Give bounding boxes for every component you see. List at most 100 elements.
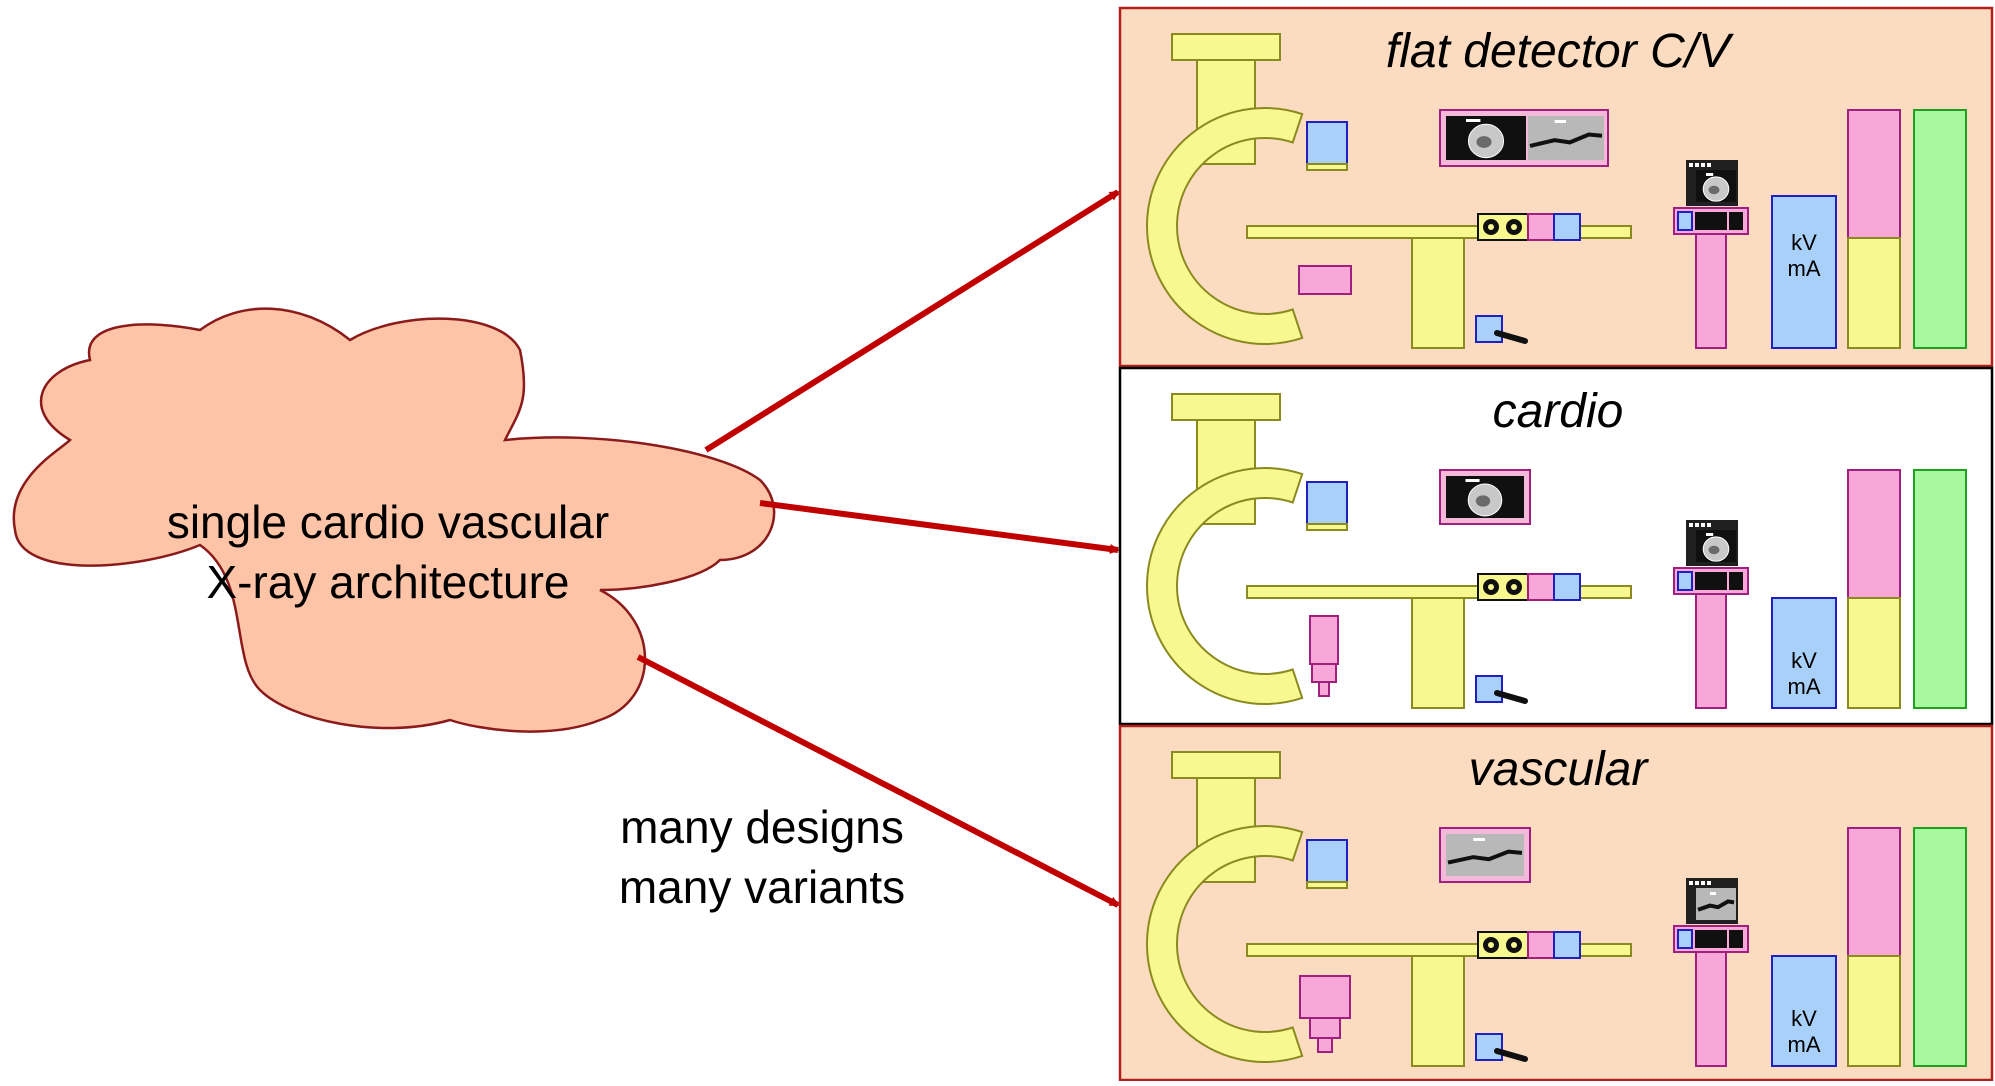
console-key-blue	[1677, 929, 1693, 949]
image-detector	[1306, 121, 1348, 165]
console-pedestal	[1695, 593, 1727, 709]
console-screen-dot	[1707, 523, 1711, 527]
carm-ceiling-mount	[1171, 33, 1281, 61]
architecture-cloud: single cardio vascular X-ray architectur…	[12, 307, 776, 733]
patient-table-base	[1411, 237, 1465, 349]
table-side-blue-module	[1553, 931, 1581, 959]
console-screen-dot	[1695, 881, 1699, 885]
foot-switch-cable	[1494, 330, 1528, 344]
console-key-blue	[1677, 571, 1693, 591]
note-line1: many designs	[620, 801, 904, 853]
cabinet-pink	[1847, 827, 1901, 957]
console-screen-image-vessel	[1697, 899, 1735, 912]
detector-mount	[1306, 163, 1348, 171]
console-key-3	[1729, 572, 1743, 590]
panel-flat-frame	[1118, 6, 1994, 368]
console-key-3	[1729, 930, 1743, 948]
console-key-1	[1695, 572, 1711, 590]
cloud-shape	[12, 307, 776, 733]
panel-vascular-title: vascular	[1469, 743, 1650, 796]
xray-tube-tip	[1318, 681, 1330, 697]
control-knob-2-center	[1511, 584, 1517, 590]
generator-ma-label: mA	[1788, 256, 1821, 281]
console-key-blue	[1677, 211, 1693, 231]
monitor-vascular-image-vessel	[1529, 132, 1603, 148]
cabinet-pink	[1847, 109, 1901, 239]
xray-collimator	[1309, 1017, 1341, 1039]
table-side-pink-module	[1527, 213, 1555, 241]
console-screen-dot	[1695, 523, 1699, 527]
monitor-vascular-image-vessel	[1447, 849, 1523, 865]
console-pedestal	[1695, 233, 1727, 349]
cabinet-green	[1913, 469, 1967, 709]
generator-cabinet	[1771, 195, 1837, 349]
panel-vascular-frame	[1118, 724, 1994, 1082]
arrow-to-cardio	[759, 500, 1120, 554]
table-side-blue-module	[1553, 213, 1581, 241]
console-key-1	[1695, 212, 1711, 230]
control-knob-1-center	[1488, 584, 1494, 590]
carm-arc	[1146, 825, 1304, 1063]
foot-switch-cable	[1494, 1048, 1528, 1062]
patient-table-base	[1411, 597, 1465, 709]
generator-ma-label: mA	[1788, 1032, 1821, 1057]
console-screen-image-mark	[1706, 533, 1714, 536]
console-screen-dot	[1707, 163, 1711, 167]
generator-kv-label: kV	[1791, 1006, 1817, 1031]
console-key-2	[1711, 930, 1727, 948]
table-side-pink-module	[1527, 931, 1555, 959]
xray-tube	[1309, 615, 1339, 665]
foot-switch	[1475, 315, 1503, 343]
cabinet-pink	[1847, 469, 1901, 599]
carm-arc	[1146, 467, 1304, 705]
image-detector	[1306, 481, 1348, 525]
control-knob-1-center	[1488, 224, 1494, 230]
console-screen-image-core	[1708, 185, 1720, 195]
console-screen-image-mark	[1706, 173, 1714, 176]
xray-tube	[1298, 265, 1352, 295]
xray-tube	[1299, 975, 1351, 1019]
control-knob-1-center	[1488, 942, 1494, 948]
monitor-vascular-image-mark	[1473, 838, 1485, 841]
generator-cabinet	[1771, 955, 1837, 1067]
generator-cabinet	[1771, 597, 1837, 709]
console-screen-dot	[1689, 523, 1693, 527]
table-side-pink-module	[1527, 573, 1555, 601]
console-screen-dot	[1689, 163, 1693, 167]
foot-switch-cable	[1494, 690, 1528, 704]
generator-kv-label: kV	[1791, 648, 1817, 673]
cabinet-green	[1913, 109, 1967, 349]
foot-switch	[1475, 675, 1503, 703]
table-side-blue-module	[1553, 573, 1581, 601]
carm-arc	[1146, 107, 1304, 345]
xray-collimator	[1311, 663, 1337, 683]
patient-table-base	[1411, 955, 1465, 1067]
detector-mount	[1306, 523, 1348, 531]
carm-ceiling-mount	[1171, 751, 1281, 779]
monitor-cardio-image-mark	[1465, 479, 1480, 482]
image-detector	[1306, 839, 1348, 883]
console-screen-dot	[1707, 881, 1711, 885]
console-screen-image-mark	[1710, 892, 1716, 895]
console-screen-dot	[1695, 163, 1699, 167]
panel-cardio-frame	[1118, 366, 1994, 726]
console-key-3	[1729, 212, 1743, 230]
console-key-1	[1695, 930, 1711, 948]
arrow-to-flat-detector	[704, 189, 1120, 453]
monitor-cardio-image-core	[1476, 136, 1492, 148]
generator-kv-label: kV	[1791, 230, 1817, 255]
control-knob-2-center	[1511, 942, 1517, 948]
control-knob-2-center	[1511, 224, 1517, 230]
panel-flat-title: flat detector C/V	[1386, 25, 1734, 78]
arrows	[636, 189, 1120, 908]
cabinet-yellow	[1847, 597, 1901, 709]
foot-switch	[1475, 1033, 1503, 1061]
cabinet-yellow	[1847, 955, 1901, 1067]
monitor-vascular-image-mark	[1554, 120, 1566, 123]
console-screen-dot	[1701, 523, 1705, 527]
